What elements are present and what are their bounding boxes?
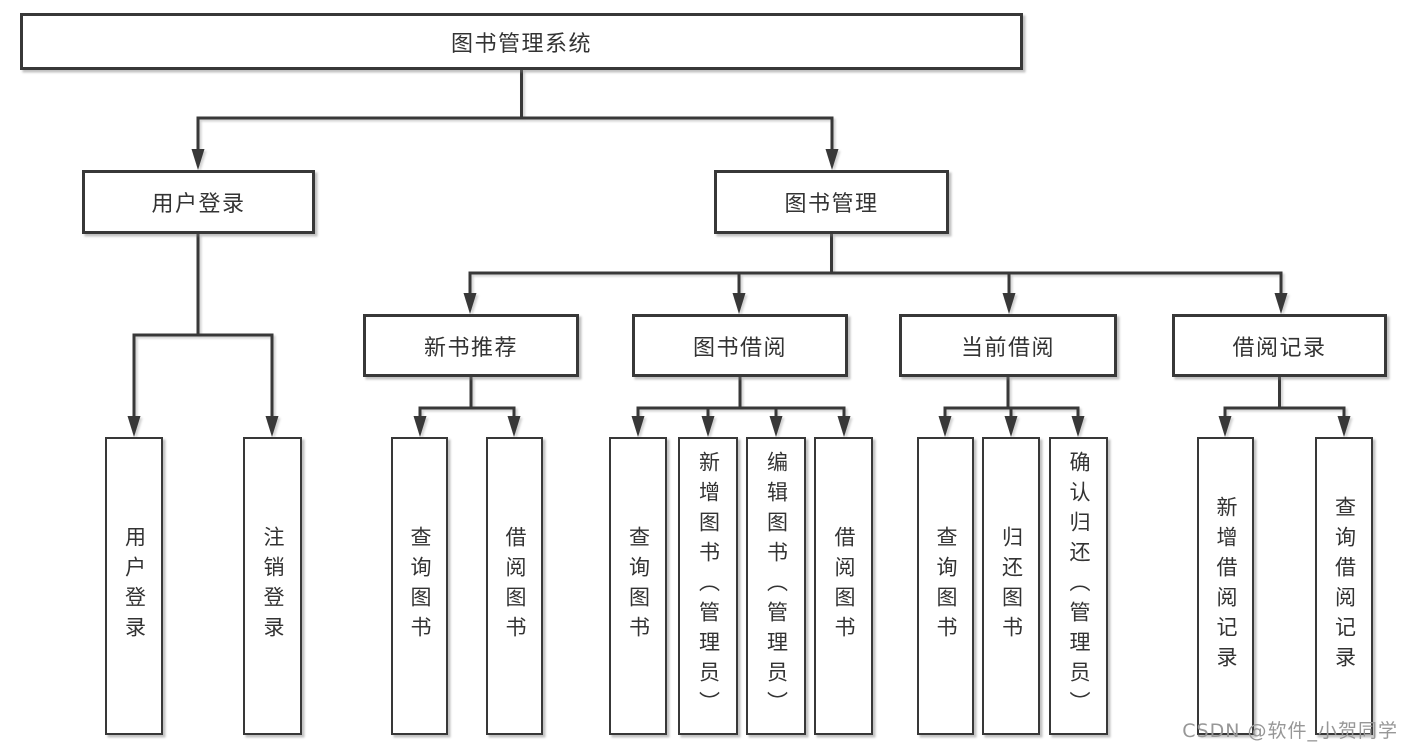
node-leaf-user-login: 用户登录 (105, 437, 163, 735)
watermark: CSDN @软件_小贺同学 (1182, 720, 1398, 742)
arrow-down-icon (701, 416, 715, 437)
arrow-down-icon (837, 416, 851, 437)
node-new-book-recommend-label: 新书推荐 (423, 335, 518, 361)
node-root: 图书管理系统 (20, 13, 1023, 70)
node-leaf-records-query: 查询借阅记录 (1315, 437, 1373, 735)
node-leaf-logout-label: 注销登录 (261, 526, 285, 646)
node-borrow-records-label: 借阅记录 (1232, 335, 1327, 361)
node-leaf-current-confirm: 确认归还（管理员） (1049, 437, 1108, 735)
connector-root-to-level2 (196, 70, 834, 152)
arrow-down-icon (1274, 293, 1288, 314)
connector-new-book-to-children (418, 377, 516, 419)
node-leaf-borrow-edit: 编辑图书（管理员） (746, 437, 806, 735)
node-current-borrow-label: 当前借阅 (960, 335, 1055, 361)
arrow-down-icon (938, 416, 952, 437)
arrow-down-icon (1071, 416, 1085, 437)
arrow-down-icon (732, 293, 746, 314)
node-leaf-logout: 注销登录 (243, 437, 302, 735)
arrow-down-icon (769, 416, 783, 437)
node-leaf-current-confirm-label: 确认归还（管理员） (1067, 451, 1091, 721)
node-leaf-records-query-label: 查询借阅记录 (1332, 496, 1357, 676)
node-leaf-records-add: 新增借阅记录 (1197, 437, 1254, 735)
node-leaf-current-return-label: 归还图书 (999, 526, 1024, 646)
node-new-book-recommend: 新书推荐 (363, 314, 579, 377)
node-leaf-newbook-query: 查询图书 (391, 437, 448, 735)
node-leaf-borrow-add-label: 新增图书（管理员） (696, 451, 721, 721)
node-book-borrow: 图书借阅 (632, 314, 848, 377)
node-borrow-records: 借阅记录 (1172, 314, 1387, 377)
arrow-down-icon (1002, 293, 1016, 314)
node-user-login: 用户登录 (82, 170, 315, 234)
node-leaf-user-login-label: 用户登录 (122, 526, 147, 646)
node-book-borrow-label: 图书借阅 (692, 335, 787, 361)
node-leaf-current-query: 查询图书 (917, 437, 974, 735)
node-leaf-records-add-label: 新增借阅记录 (1214, 496, 1238, 676)
connector-user-login-to-children (132, 234, 274, 419)
node-leaf-borrow-query-label: 查询图书 (626, 526, 651, 646)
node-book-management-label: 图书管理 (784, 192, 879, 217)
node-current-borrow: 当前借阅 (899, 314, 1117, 377)
connector-current-to-children (943, 377, 1080, 419)
connector-borrow-to-children (636, 377, 846, 419)
node-leaf-newbook-borrow: 借阅图书 (486, 437, 543, 735)
arrow-down-icon (507, 416, 521, 437)
node-leaf-borrow-borrow-label: 借阅图书 (832, 526, 856, 646)
node-user-login-label: 用户登录 (151, 192, 246, 217)
node-leaf-borrow-add: 新增图书（管理员） (678, 437, 738, 735)
arrow-down-icon (1218, 416, 1232, 437)
connector-records-to-children (1223, 377, 1346, 419)
arrow-down-icon (1337, 416, 1351, 437)
node-leaf-newbook-borrow-label: 借阅图书 (503, 526, 527, 646)
node-leaf-current-query-label: 查询图书 (934, 526, 958, 646)
node-leaf-current-return: 归还图书 (982, 437, 1040, 735)
arrow-down-icon (631, 416, 645, 437)
node-leaf-borrow-query: 查询图书 (609, 437, 667, 735)
arrow-down-icon (265, 416, 279, 437)
arrow-down-icon (191, 149, 205, 170)
arrow-down-icon (463, 293, 477, 314)
arrow-down-icon (413, 416, 427, 437)
arrow-down-icon (127, 416, 141, 437)
node-leaf-borrow-edit-label: 编辑图书（管理员） (764, 451, 789, 721)
node-book-management: 图书管理 (714, 170, 949, 234)
arrow-down-icon (1004, 416, 1018, 437)
node-leaf-borrow-borrow: 借阅图书 (814, 437, 873, 735)
connector-book-management-to-sections (468, 234, 1283, 296)
node-root-label: 图书管理系统 (450, 31, 592, 57)
node-leaf-newbook-query-label: 查询图书 (408, 526, 432, 646)
arrow-down-icon (825, 149, 839, 170)
